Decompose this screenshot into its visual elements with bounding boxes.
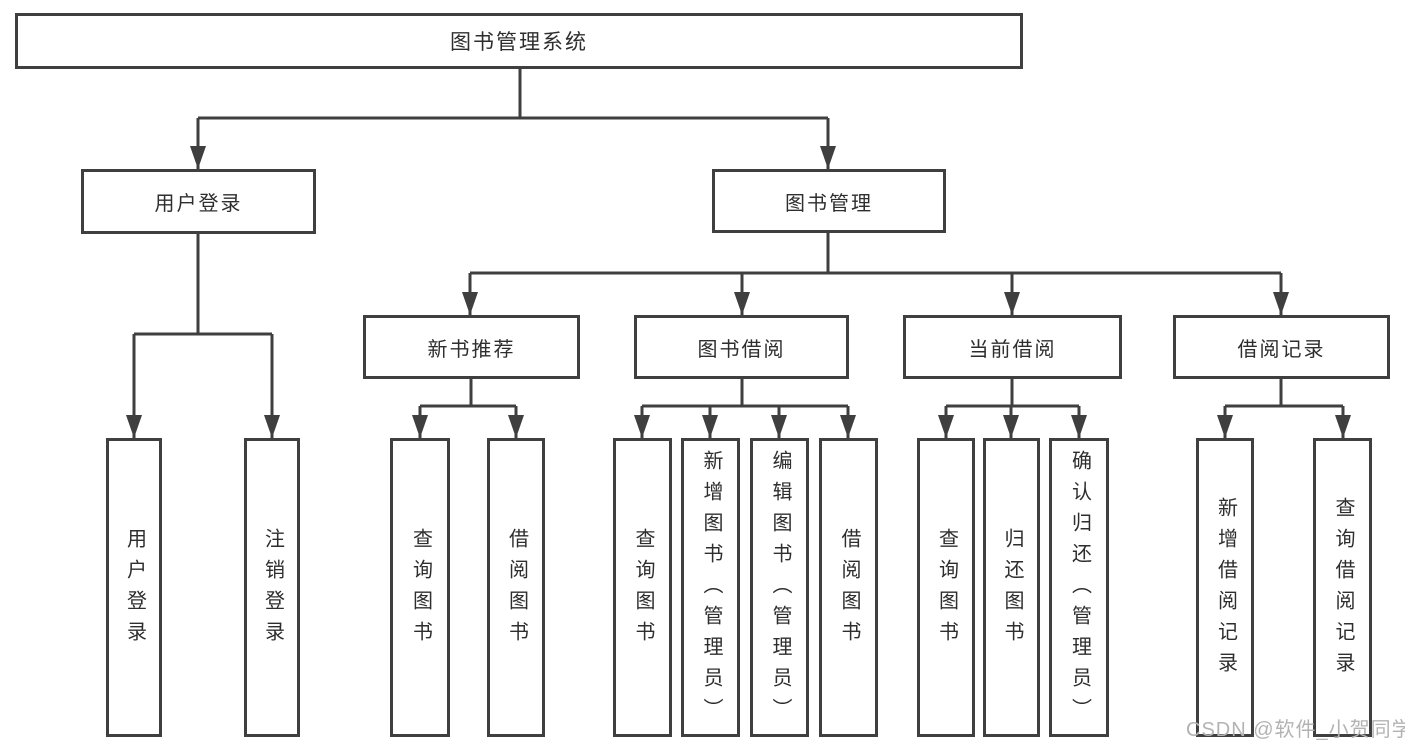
leaf-borrow-query-books-label: 查询图书 bbox=[632, 527, 654, 652]
leaf-borrow-add-books-admin-label: 新增图书（管理员） bbox=[700, 450, 722, 729]
leaf-current-query-books-label: 查询图书 bbox=[935, 527, 958, 652]
node-new-book-recommend: 新书推荐 bbox=[363, 315, 580, 379]
leaf-current-return-books-label: 归还图书 bbox=[1001, 527, 1023, 652]
leaf-user-login-label: 用户登录 bbox=[123, 527, 146, 652]
leaf-borrow-borrow-books: 借阅图书 bbox=[819, 438, 878, 737]
leaf-current-confirm-return-admin-label: 确认归还（管理员） bbox=[1068, 450, 1091, 729]
node-user-login-label: 用户登录 bbox=[154, 193, 243, 215]
connector-current-borrow-children bbox=[938, 379, 1087, 438]
connector-user-login-children bbox=[126, 234, 280, 438]
connector-borrow-records-children bbox=[1217, 379, 1351, 438]
leaf-current-query-books: 查询图书 bbox=[917, 438, 975, 737]
node-book-management-label: 图书管理 bbox=[785, 192, 873, 215]
leaf-borrow-borrow-books-label: 借阅图书 bbox=[838, 527, 860, 652]
node-book-management: 图书管理 bbox=[712, 169, 946, 233]
leaf-records-query-record-label: 查询借阅记录 bbox=[1332, 496, 1354, 683]
leaf-current-return-books: 归还图书 bbox=[983, 438, 1040, 737]
leaf-borrow-add-books-admin: 新增图书（管理员） bbox=[681, 438, 740, 737]
leaf-records-add-record-label: 新增借阅记录 bbox=[1214, 496, 1237, 683]
node-current-borrow-label: 当前借阅 bbox=[968, 338, 1057, 361]
node-borrow-records: 借阅记录 bbox=[1173, 315, 1390, 379]
node-borrow-records-label: 借阅记录 bbox=[1237, 338, 1326, 361]
leaf-user-login: 用户登录 bbox=[106, 438, 162, 737]
leaf-logout: 注销登录 bbox=[244, 438, 300, 737]
leaf-records-query-record: 查询借阅记录 bbox=[1313, 438, 1372, 737]
leaf-newrec-query-books-label: 查询图书 bbox=[409, 527, 432, 652]
node-book-borrow: 图书借阅 bbox=[634, 315, 849, 379]
leaf-borrow-query-books: 查询图书 bbox=[613, 438, 672, 737]
connector-new-book-rec-children bbox=[412, 379, 524, 438]
connector-book-mgmt-children bbox=[462, 233, 1289, 315]
node-library-system-label: 图书管理系统 bbox=[450, 31, 588, 54]
leaf-current-confirm-return-admin: 确认归还（管理员） bbox=[1049, 438, 1109, 737]
leaf-records-add-record: 新增借阅记录 bbox=[1196, 438, 1254, 737]
connector-book-borrow-children bbox=[634, 379, 856, 438]
leaf-borrow-edit-books-admin: 编辑图书（管理员） bbox=[750, 438, 809, 737]
leaf-borrow-edit-books-admin-label: 编辑图书（管理员） bbox=[769, 450, 791, 729]
connector-root-to-level2 bbox=[190, 69, 836, 169]
node-current-borrow: 当前借阅 bbox=[903, 315, 1122, 379]
csdn-watermark: CSDN @软件_小贺同学 bbox=[1186, 719, 1405, 741]
leaf-newrec-borrow-books-label: 借阅图书 bbox=[505, 527, 528, 652]
leaf-newrec-query-books: 查询图书 bbox=[390, 438, 450, 737]
leaf-logout-label: 注销登录 bbox=[261, 527, 284, 652]
leaf-newrec-borrow-books: 借阅图书 bbox=[487, 438, 545, 737]
node-user-login: 用户登录 bbox=[81, 169, 316, 234]
node-library-system: 图书管理系统 bbox=[15, 13, 1023, 69]
node-new-book-recommend-label: 新书推荐 bbox=[427, 338, 516, 361]
node-book-borrow-label: 图书借阅 bbox=[697, 338, 786, 361]
